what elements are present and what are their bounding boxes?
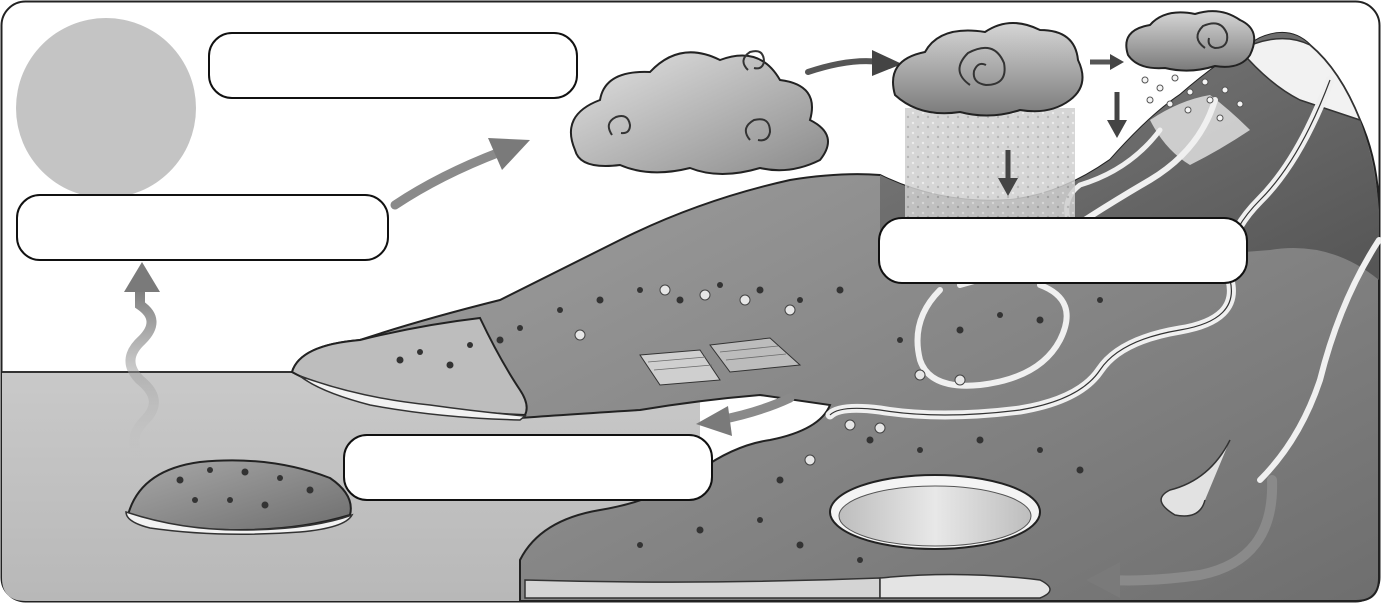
label-box-condensation[interactable] bbox=[208, 32, 578, 99]
rain-shower bbox=[905, 108, 1075, 223]
lake bbox=[839, 486, 1031, 546]
label-box-runoff[interactable] bbox=[343, 434, 713, 501]
label-box-evaporation[interactable] bbox=[16, 194, 389, 261]
aquifer-layer bbox=[880, 574, 1050, 598]
sun bbox=[16, 18, 196, 198]
label-box-precipitation[interactable] bbox=[878, 217, 1248, 284]
